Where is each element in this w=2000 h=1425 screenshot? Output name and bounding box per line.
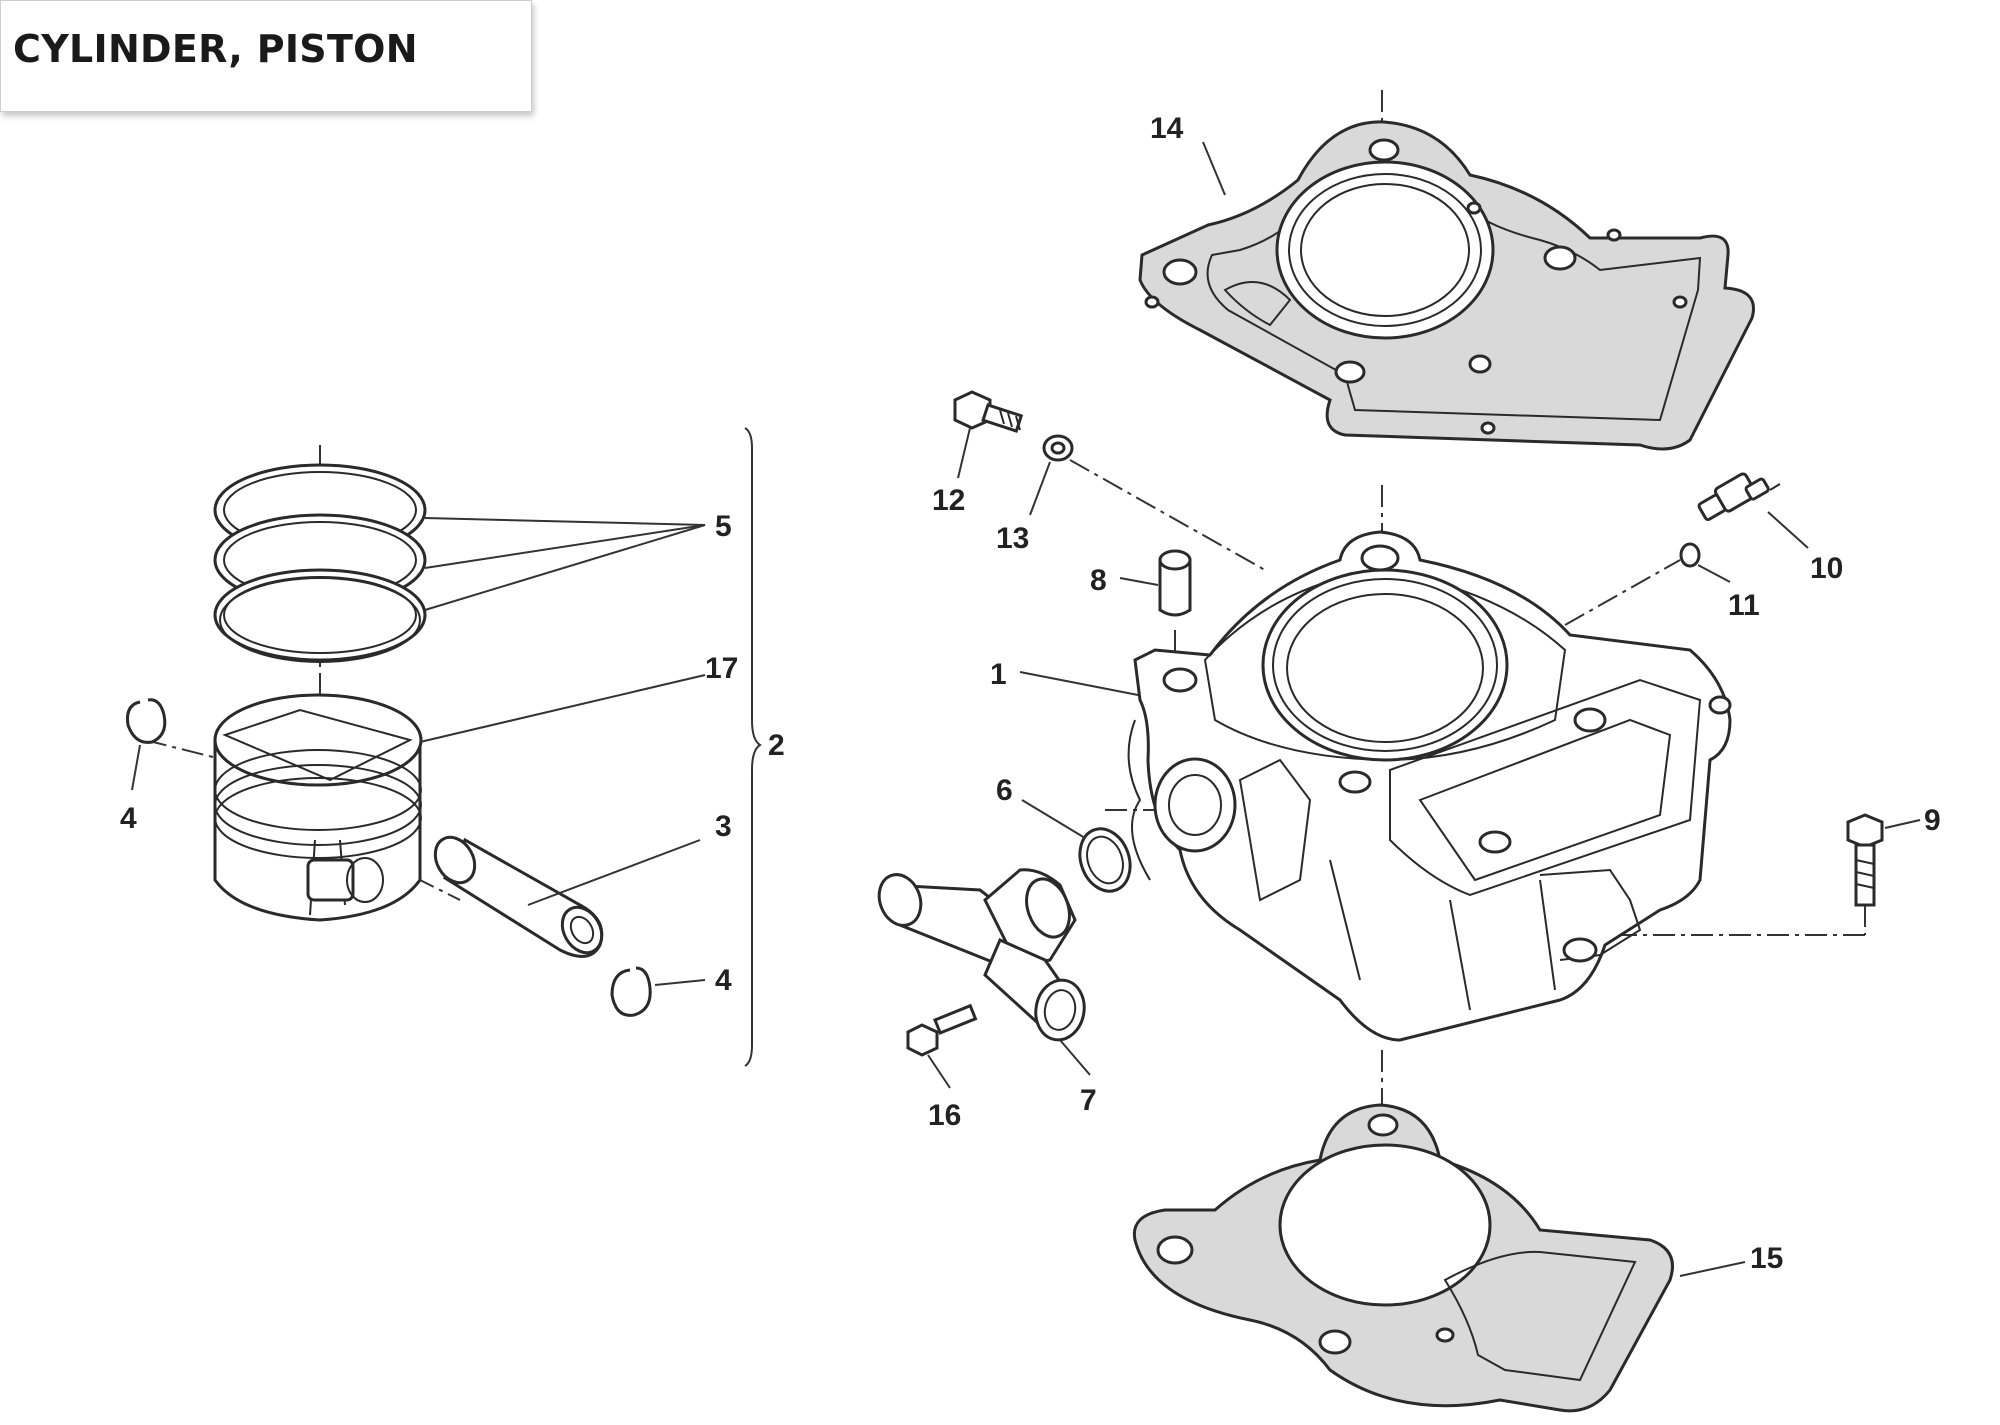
title-box: CYLINDER, PISTON (0, 0, 532, 112)
piston-part-17 (213, 693, 423, 922)
sensor-part-10 (1697, 472, 1781, 521)
callout-11: 11 (1728, 589, 1760, 622)
callout-2: 2 (768, 729, 785, 762)
leader-lines (131, 141, 1921, 1277)
base-gasket-part-15 (1132, 1103, 1674, 1413)
bolt-part-16 (906, 1003, 978, 1057)
callout-16: 16 (928, 1099, 961, 1132)
callout-9: 9 (1924, 804, 1941, 837)
head-gasket-part-14 (1138, 120, 1755, 451)
o-ring-part-11 (1679, 542, 1701, 568)
bolt-part-9 (1846, 813, 1884, 907)
callout-labels: 14 12 13 8 10 11 1 6 7 16 9 15 5 17 2 3 … (120, 112, 1941, 1275)
piston-pin-part-3 (433, 835, 604, 958)
callout-1: 1 (990, 658, 1007, 691)
page-title: CYLINDER, PISTON (13, 27, 418, 71)
callout-17: 17 (705, 652, 738, 685)
callout-7: 7 (1080, 1084, 1097, 1117)
callout-5: 5 (715, 510, 732, 543)
callout-14: 14 (1150, 112, 1184, 145)
callout-13: 13 (996, 522, 1029, 555)
callout-12: 12 (932, 484, 965, 517)
circlip-left-part-4 (126, 698, 167, 744)
callout-8: 8 (1090, 564, 1107, 597)
callout-4-left: 4 (120, 802, 137, 835)
callout-4-right: 4 (715, 964, 732, 997)
o-ring-part-6 (1078, 827, 1132, 893)
water-fitting-part-7 (877, 868, 1086, 1042)
circlip-right-part-4 (610, 966, 652, 1017)
cylinder-part-1 (1127, 530, 1732, 1042)
piston-rings-part-5 (213, 463, 427, 663)
washer-part-13 (1042, 434, 1074, 462)
callout-10: 10 (1810, 552, 1843, 585)
callout-6: 6 (996, 774, 1013, 807)
callout-15: 15 (1750, 1242, 1783, 1275)
dowel-part-8 (1158, 549, 1192, 617)
callout-3: 3 (715, 810, 732, 843)
assembly-bracket-part-2 (744, 427, 762, 1067)
bolt-part-12 (953, 390, 1024, 433)
